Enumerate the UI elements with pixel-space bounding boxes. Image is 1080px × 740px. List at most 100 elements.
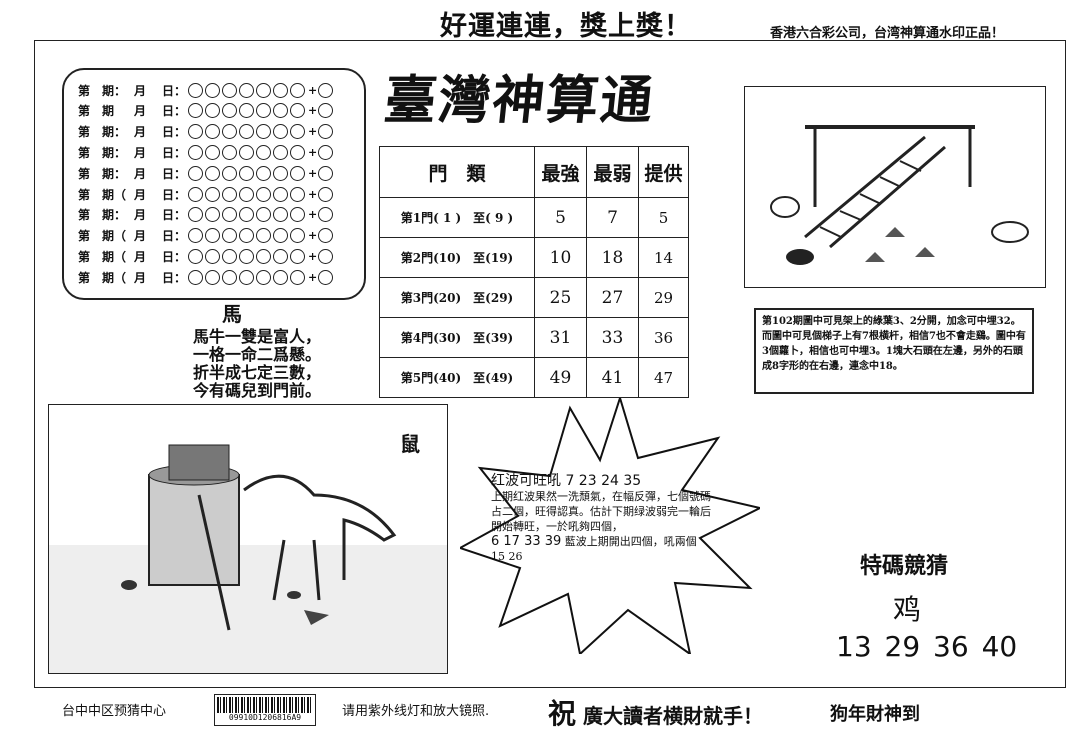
ladder-drawing [770, 125, 1029, 265]
number-circle [290, 269, 305, 285]
footer-center-name: 台中中区预猜中心 [62, 704, 167, 719]
number-circle [239, 186, 254, 202]
special-guess-numbers: 13 29 36 40 [836, 630, 1018, 663]
number-circle [222, 228, 237, 244]
number-circle [256, 207, 271, 223]
gate-cell: 第1門( 1 ) 至( 9 ) [379, 197, 535, 238]
number-circle [256, 228, 271, 244]
min-cell: 27 [586, 277, 639, 318]
number-circle [273, 124, 288, 140]
number-circle [239, 103, 254, 119]
number-circle [239, 248, 254, 264]
number-circle [222, 124, 237, 140]
max-cell: 5 [534, 197, 587, 238]
number-circle [273, 269, 288, 285]
number-circle [290, 165, 305, 181]
period-label: 第 期： [78, 208, 127, 223]
number-circle [256, 269, 271, 285]
offer-cell: 29 [638, 277, 689, 318]
number-circle [205, 269, 220, 285]
horse-drawing [49, 444, 447, 673]
special-number-circle [318, 144, 334, 160]
number-circle [256, 124, 271, 140]
zodiac-rat-label: 鼠 [400, 432, 420, 456]
special-number-circle [318, 186, 334, 202]
number-circle [239, 165, 254, 181]
min-cell: 41 [586, 357, 639, 398]
plus-sign: + [308, 166, 318, 180]
plus-sign: + [308, 145, 318, 159]
special-number-circle [318, 248, 334, 264]
number-circle [205, 165, 220, 181]
special-number-circle [318, 82, 334, 98]
month-label: 月 [134, 145, 147, 160]
special-number-circle [318, 103, 334, 119]
number-circle [205, 103, 220, 119]
schedule-row: 第 期（月日：+ [78, 246, 335, 266]
zodiac-horse-title: 馬 [222, 302, 242, 326]
footer-instruction: 请用紫外线灯和放大镜照. [342, 704, 490, 719]
number-circle [222, 186, 237, 202]
number-circle [188, 165, 203, 181]
number-circle [205, 248, 220, 264]
number-circle [239, 144, 254, 160]
min-cell: 33 [586, 317, 639, 358]
special-number-circle [318, 124, 334, 140]
number-circle [256, 248, 271, 264]
number-circle [273, 248, 288, 264]
header-max: 最強 [534, 146, 587, 198]
number-circle [239, 82, 254, 98]
gate-cell: 第3門(20) 至(29) [379, 277, 535, 318]
gate-cell: 第2門(10) 至(19) [379, 237, 535, 278]
period-label: 第 期： [78, 83, 127, 98]
period-label: 第 期（ [78, 229, 127, 244]
number-circle [256, 82, 271, 98]
footer-year-slogan: 狗年財神到 [830, 704, 920, 725]
number-circle [188, 82, 203, 98]
month-label: 月 [134, 104, 147, 119]
special-number-circle [318, 207, 334, 223]
period-label: 第 期（ [78, 270, 127, 285]
poem-line: 一格一命二爲懸。 [192, 345, 321, 364]
plus-sign: + [308, 208, 318, 222]
number-circle [188, 269, 203, 285]
barcode-number: 09910D1206816A9 [228, 713, 302, 722]
number-circle [256, 103, 271, 119]
number-circle [290, 103, 305, 119]
number-circle [205, 186, 220, 202]
blue-wave-text: 藍波上期開出四個，吼兩個 15 26 [491, 535, 697, 563]
number-circle [205, 228, 220, 244]
blessing-zhu: 祝 [548, 697, 577, 730]
number-circle [273, 228, 288, 244]
offer-cell: 47 [638, 357, 689, 398]
number-circle [273, 82, 288, 98]
gate-cell: 第4門(30) 至(39) [379, 317, 535, 358]
day-label: 日： [162, 270, 187, 285]
day-label: 日： [162, 166, 187, 181]
header-watermark-note: 香港六合彩公司，台湾神算通水印正品！ [770, 26, 1005, 41]
number-circle [222, 144, 237, 160]
number-circle [290, 124, 305, 140]
min-cell: 18 [586, 237, 639, 278]
offer-cell: 14 [638, 237, 689, 278]
offer-cell: 36 [638, 317, 689, 358]
horse-poem: 馬牛一雙是富人， 一格一命二爲懸。 折半成七定三數， 今有碼兒到門前。 [172, 328, 342, 400]
hint-note: 第102期圖中可見架上的綠葉3、2分開，加念可中埋32。而圖中可見個梯子上有7根… [754, 308, 1034, 394]
plus-sign: + [308, 83, 318, 97]
special-number-circle [318, 269, 334, 285]
red-wave-body: 上期红波果然一洗頹氣，在幅反彈，七個號碼占二個，旺得認真。估計下期绿波弱完一輪后… [491, 490, 711, 533]
number-circle [188, 144, 203, 160]
max-cell: 25 [534, 277, 587, 318]
month-label: 月 [134, 166, 147, 181]
blessing-text: 廣大讀者横財就手！ [582, 704, 763, 728]
number-circle [273, 144, 288, 160]
table-row: 第2門(10) 至(19) 10 18 14 [379, 237, 689, 278]
schedule-row: 第 期：月日：+ [78, 205, 335, 225]
period-label: 第 期（ [78, 187, 127, 202]
number-circle [205, 207, 220, 223]
max-cell: 31 [534, 317, 587, 358]
month-label: 月 [134, 229, 147, 244]
period-label: 第 期： [78, 145, 127, 160]
day-label: 日： [162, 229, 187, 244]
number-circle [290, 207, 305, 223]
